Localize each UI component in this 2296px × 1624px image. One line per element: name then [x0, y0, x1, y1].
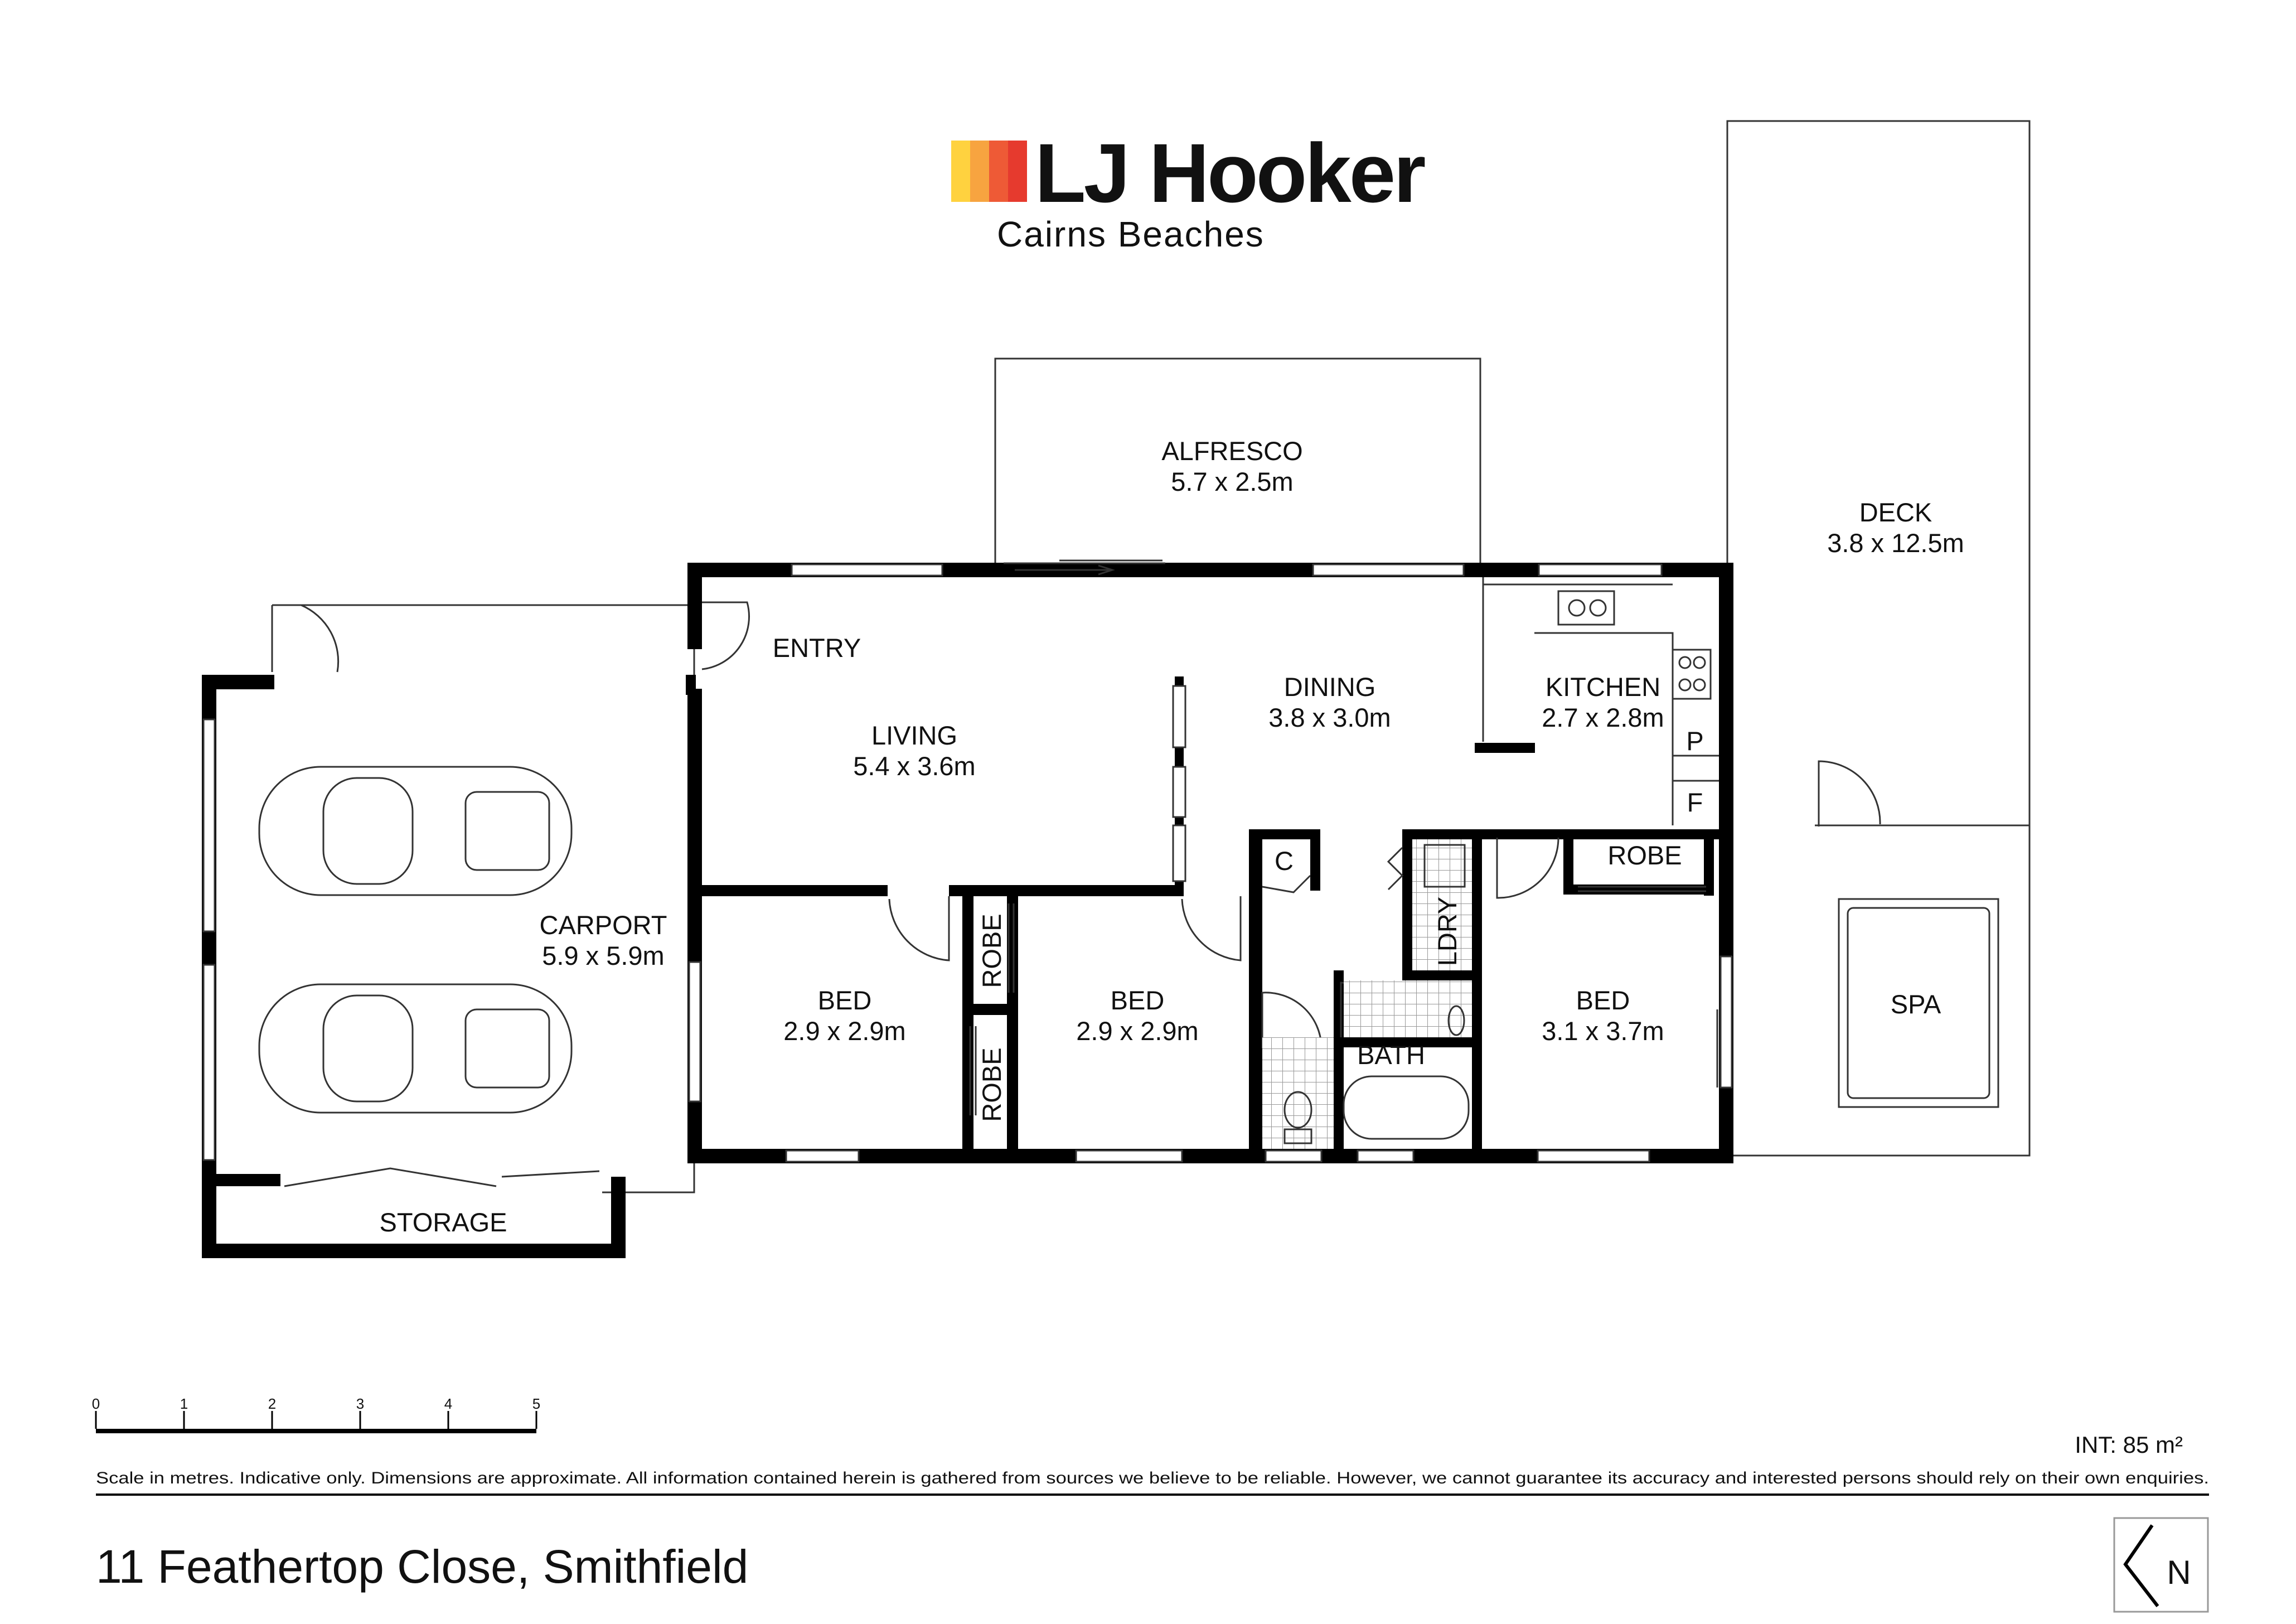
- alfresco-label: ALFRESCO: [1161, 436, 1302, 466]
- laundry-label: LDRY: [1432, 897, 1462, 966]
- storage-label: STORAGE: [380, 1207, 507, 1237]
- wet-areas: [1262, 839, 1472, 1149]
- bed3-size: 3.1 x 3.7m: [1542, 1016, 1664, 1046]
- scale-tick-5: 5: [532, 1395, 540, 1412]
- cooktop-icon: [1672, 649, 1712, 700]
- laundry-tub: [1423, 844, 1466, 888]
- toilet: [1283, 1091, 1312, 1129]
- entry-label: ENTRY: [773, 633, 861, 663]
- brand-name: LJ Hooker: [1035, 126, 1425, 220]
- living-label: LIVING: [871, 721, 957, 750]
- logo-stripe-2: [970, 141, 989, 202]
- pantry-label: P: [1686, 726, 1703, 756]
- car-icon-bottom: [258, 983, 573, 1114]
- dining-label: DINING: [1284, 672, 1376, 702]
- cupboard-label: C: [1275, 846, 1294, 876]
- carport-label: CARPORT: [540, 910, 667, 940]
- logo-stripe-1: [951, 141, 970, 202]
- dining-size: 3.8 x 3.0m: [1268, 703, 1391, 732]
- kitchen-size: 2.7 x 2.8m: [1542, 703, 1664, 732]
- living-size: 5.4 x 3.6m: [853, 751, 975, 781]
- north-arrow: N: [2113, 1517, 2209, 1613]
- robe3-label: ROBE: [1607, 840, 1682, 870]
- scale-bar: 0 1 2 3 4 5: [92, 1395, 540, 1433]
- bed2-label: BED: [1111, 985, 1165, 1015]
- north-icon: N: [2167, 1554, 2191, 1591]
- car-icon-top: [258, 766, 573, 896]
- deck-outline: [1726, 120, 2031, 1157]
- scale-tick-2: 2: [268, 1395, 276, 1412]
- robe1-label: ROBE: [977, 914, 1006, 988]
- bed3-label: BED: [1576, 985, 1630, 1015]
- scale-tick-1: 1: [180, 1395, 188, 1412]
- kitchen-fixtures: [1482, 577, 1719, 825]
- bed1-label: BED: [818, 985, 872, 1015]
- brand-office: Cairns Beaches: [997, 214, 1265, 254]
- deck-size: 3.8 x 12.5m: [1827, 528, 1964, 558]
- deck-label: DECK: [1859, 497, 1932, 527]
- scale-tick-4: 4: [444, 1395, 452, 1412]
- spa-label: SPA: [1891, 989, 1941, 1019]
- property-address: 11 Feathertop Close, Smithfield: [96, 1540, 748, 1593]
- kitchen-label: KITCHEN: [1546, 672, 1660, 702]
- basin: [1447, 1005, 1465, 1036]
- deck-door-swing: [1818, 760, 1881, 826]
- windows: [202, 563, 1733, 1163]
- carport-size: 5.9 x 5.9m: [542, 941, 664, 970]
- disclaimer: Scale in metres. Indicative only. Dimens…: [96, 1469, 2209, 1487]
- internal-area: INT: 85 m²: [2075, 1432, 2183, 1458]
- bathtub: [1343, 1075, 1470, 1140]
- sink-icon: [1557, 590, 1615, 626]
- brand-logo: LJ Hooker Cairns Beaches: [951, 126, 1427, 254]
- scale-tick-3: 3: [356, 1395, 364, 1412]
- room-labels: ALFRESCO 5.7 x 2.5m DECK 3.8 x 12.5m ENT…: [380, 436, 1964, 1237]
- bed2-size: 2.9 x 2.9m: [1076, 1016, 1198, 1046]
- spa-outline: [1838, 898, 1999, 1108]
- carport-outline: [272, 604, 695, 1193]
- alfresco-size: 5.7 x 2.5m: [1171, 467, 1293, 496]
- walls: [202, 563, 1733, 1258]
- bed1-size: 2.9 x 2.9m: [783, 1016, 905, 1046]
- bath-label: BATH: [1357, 1040, 1425, 1070]
- fridge-label: F: [1687, 787, 1703, 817]
- robe2-label: ROBE: [977, 1047, 1006, 1122]
- scale-tick-0: 0: [92, 1395, 100, 1412]
- footer-divider: [96, 1494, 2209, 1496]
- logo-stripe-4: [1008, 141, 1027, 202]
- logo-stripe-3: [989, 141, 1008, 202]
